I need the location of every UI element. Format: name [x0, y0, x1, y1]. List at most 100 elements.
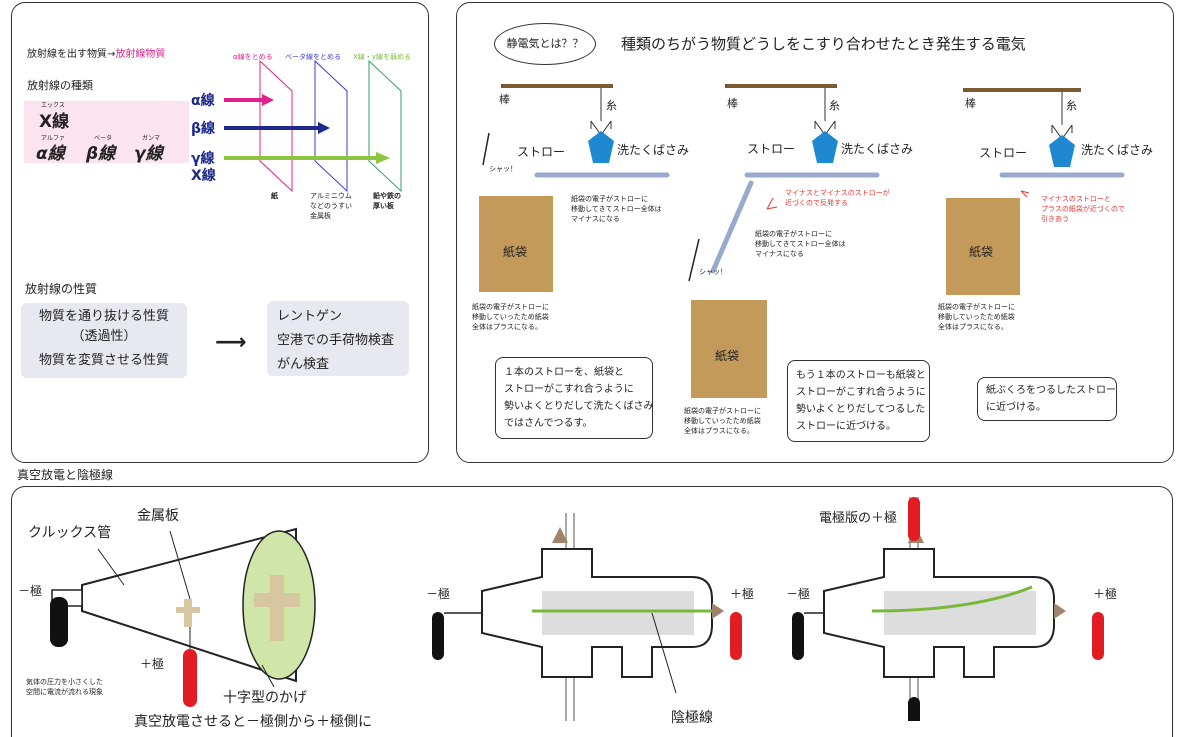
prop-2: 物質を変質させる性質 — [38, 353, 169, 368]
note2-line-1: もう１本のストローも紙袋と — [796, 370, 926, 381]
clip-2 — [812, 131, 838, 163]
plus-label-2: ＋極 — [730, 587, 755, 601]
thread-label-2: 糸 — [829, 99, 840, 112]
plus-label-3: ＋極 — [1093, 587, 1118, 601]
clip-label-2: 洗たくばさみ — [841, 142, 914, 156]
note3-line-2: に近づける。 — [986, 402, 1046, 413]
rod-label-1: 棒 — [499, 93, 510, 106]
cathode-ray-label: 陰極線 — [671, 710, 713, 726]
paper-bag-3 — [946, 198, 1020, 295]
minus-label-1: －極 — [18, 584, 43, 598]
rod-3 — [963, 88, 1081, 92]
motion-line-1 — [482, 132, 490, 166]
prop-1: 物質を通り抜ける性質 — [38, 309, 169, 324]
note1-line-2: ストローがこすれ合うように — [504, 384, 634, 395]
radiation-types-box: エックス X線 アルファ α線 ベータ β線 ガンマ γ線 — [24, 101, 189, 164]
beta-label: β線 — [86, 144, 116, 164]
bag-note-2: 紙袋の電子がストローに 移動していったため紙袋 全体はプラスになる。 — [684, 406, 761, 436]
attract-note: マイナスのストローと プラスの紙袋が近づくので 引きあう — [1041, 194, 1125, 224]
minus-label-3: －極 — [786, 587, 811, 601]
pressure-line-2: 空間に電流が流れる現象 — [26, 688, 103, 696]
bag-label-1: 紙袋 — [503, 245, 528, 259]
vacuum-panel: クルックス管 金属板 －極 ＋極 十字型のかげ 気体の圧力を小さくした 空間に電… — [11, 486, 1173, 737]
vacuum-desc: 真空放電させると－極側から＋極側に — [134, 714, 372, 730]
clip-1 — [588, 131, 614, 163]
step-note-2: もう１本のストローも紙袋と ストローがこすれ合うように 勢いよくとりだしてつるし… — [787, 360, 930, 442]
attract-line-2: プラスの紙袋が近づくので — [1041, 205, 1125, 213]
xray-ruby: エックス — [41, 102, 65, 109]
gamma-label: γ線 — [134, 144, 163, 164]
rod-label-3: 棒 — [965, 97, 976, 110]
step-note-1: １本のストローを、紙袋と ストローがこすれ合うように 勢いよくとりだして洗たくば… — [495, 357, 654, 439]
note1-line-4: ではさんでつるす。 — [504, 418, 593, 429]
straw-2b — [710, 180, 754, 274]
beta-ruby: ベータ — [94, 135, 113, 142]
stop-beta-label: ベータ線をとめる — [285, 53, 341, 61]
alpha-label: α線 — [36, 144, 65, 164]
stop-alpha-label: α線をとめる — [233, 53, 273, 61]
plus-label-1: ＋極 — [140, 657, 165, 671]
elec-2-line-2: 移動してきてストロー全体は — [755, 240, 846, 248]
crookes-plus-terminal — [183, 649, 197, 707]
bag-3-line-3: 全体はプラスになる。 — [938, 323, 1008, 331]
bag-1-line-2: 移動していったため紙袋 — [472, 313, 549, 321]
bag-note-3: 紙袋の電子がストローに 移動していったため紙袋 全体はプラスになる。 — [938, 302, 1015, 332]
rod-1 — [501, 84, 613, 88]
bag-3-line-1: 紙袋の電子がストローに — [938, 303, 1015, 311]
metal-pointer — [169, 530, 191, 600]
cathode-tube-2 — [792, 497, 1104, 721]
repel-arrow — [766, 197, 778, 210]
bag-label-3: 紙袋 — [969, 245, 994, 259]
beta-arrowhead — [318, 122, 330, 134]
elec-1-line-2: 移動してきてストロー全体は — [571, 205, 662, 213]
lead-plate — [368, 59, 402, 193]
plate-paper-label: 紙 — [271, 192, 278, 200]
straw-label-3: ストロー — [979, 146, 1028, 160]
plate-lead-line-2: 厚い板 — [373, 202, 394, 210]
crookes-pointer — [97, 548, 125, 586]
types-title: 放射線の種類 — [27, 79, 93, 92]
straw-label-2: ストロー — [747, 142, 796, 156]
note2-line-3: 勢いよくとりだしてつるした — [796, 404, 926, 415]
attract-line-1: マイナスのストローと — [1041, 195, 1111, 203]
bag-note-1: 紙袋の電子がストローに 移動していったため紙袋 全体はプラスになる。 — [472, 302, 549, 332]
metal-plate-label: 金属板 — [137, 508, 179, 524]
use-1: レントゲン — [277, 309, 343, 324]
crookes-minus-terminal — [50, 597, 68, 647]
props-title: 放射線の性質 — [25, 282, 98, 296]
bag-1-line-3: 全体はプラスになる。 — [472, 323, 542, 331]
bag-2-line-1: 紙袋の電子がストローに — [684, 407, 761, 415]
rod-label-2: 棒 — [727, 97, 738, 110]
elec-1-line-3: マイナスになる — [571, 215, 620, 223]
arrow-beta-label: β線 — [191, 121, 216, 137]
note1-line-3: 勢いよくとりだして洗たくばさみ — [504, 401, 654, 412]
attract-arrow — [1020, 190, 1030, 198]
gamma-ruby: ガンマ — [142, 135, 161, 142]
minus-label-2: －極 — [426, 587, 451, 601]
plate-al-line-3: 金属板 — [310, 212, 331, 220]
source-highlight: 放射線物質 — [115, 49, 166, 60]
cross-shadow — [254, 575, 300, 641]
elec-2-line-1: 紙袋の電子がストローに — [755, 230, 832, 238]
static-diagrams — [479, 84, 1125, 398]
note3-line-1: 紙ぶくろをつるしたストロー — [986, 385, 1116, 396]
static-definition: 種類のちがう物質どうしをこすり合わせたとき発生する電気 — [621, 35, 1026, 53]
repel-line-1: マイナスとマイナスのストローが — [785, 189, 890, 197]
uses-box: レントゲン 空港での手荷物検査 がん検査 — [267, 301, 409, 376]
bag-3-line-2: 移動していったため紙袋 — [938, 313, 1015, 321]
step-note-3: 紙ぶくろをつるしたストロー に近づける。 — [977, 377, 1117, 421]
alpha-ruby: アルファ — [41, 135, 65, 142]
vacuum-diagrams — [50, 497, 1104, 721]
prop-1b: （透過性） — [71, 329, 137, 344]
radiation-source-line: 放射線を出す物質→放射線物質 — [27, 45, 165, 60]
attract-line-3: 引きあう — [1041, 215, 1069, 223]
cathode-ray-pointer — [651, 612, 677, 694]
paper-bag-2 — [691, 300, 767, 398]
shaa-label-2: シャッ！ — [699, 268, 727, 276]
props-box: 物質を通り抜ける性質 （透過性） 物質を変質させる性質 — [21, 303, 187, 378]
electrode-plus-label: 電極版の＋極 — [819, 511, 898, 526]
shadow-label: 十字型のかげ — [223, 690, 307, 706]
clip-label-3: 洗たくばさみ — [1081, 143, 1154, 157]
bag-label-2: 紙袋 — [715, 349, 740, 363]
radiation-panel: 放射線を出す物質→放射線物質 放射線の種類 エックス X線 アルファ α線 ベー… — [11, 2, 429, 463]
